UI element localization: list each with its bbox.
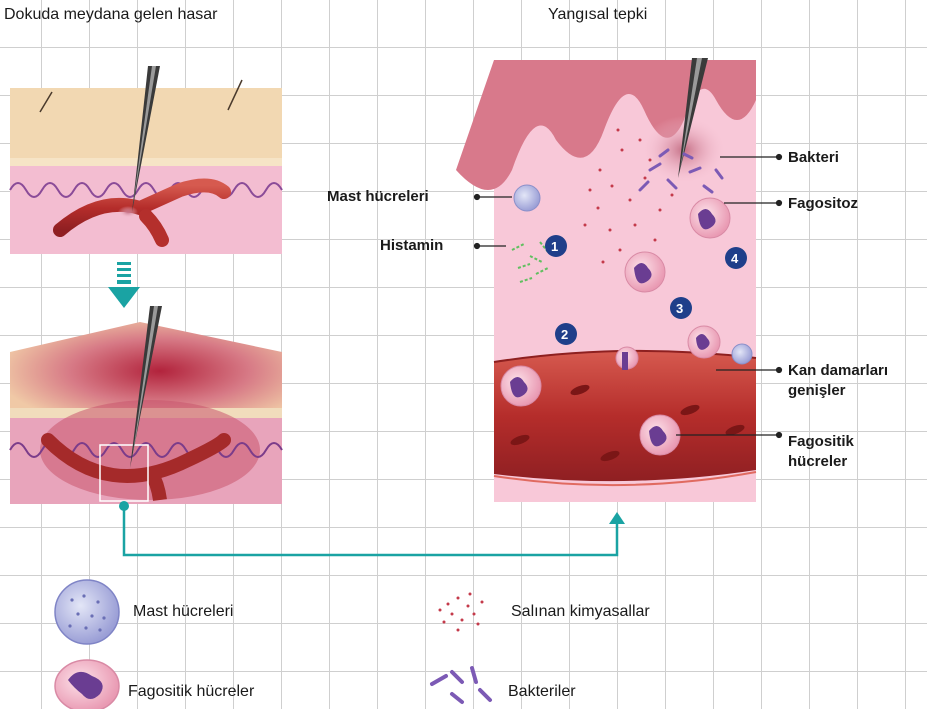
connector-arrow xyxy=(119,501,625,555)
legend-phagocyte-icon xyxy=(55,660,119,709)
title-right: Yangısal tepki xyxy=(548,6,647,24)
step-1-number: 1 xyxy=(551,238,558,256)
label-kan-damarlari: Kan damarları xyxy=(788,362,888,380)
skin-panel-inflamed xyxy=(10,306,282,504)
label-histamin: Histamin xyxy=(380,237,443,255)
legend-fagositik-label: Fagositik hücreler xyxy=(128,683,254,701)
label-hucreler: hücreler xyxy=(788,453,847,471)
step-2-number: 2 xyxy=(561,326,568,344)
skin-panel-initial xyxy=(10,66,282,254)
label-fagositik: Fagositik xyxy=(788,433,854,451)
label-mast: Mast hücreleri xyxy=(327,188,429,206)
label-genisler: genişler xyxy=(788,382,846,400)
legend-bakteriler-label: Bakteriler xyxy=(508,683,576,701)
step-4-number: 4 xyxy=(731,250,738,268)
legend-mast-label: Mast hücreleri xyxy=(133,603,233,621)
label-fagositoz: Fagositoz xyxy=(788,195,858,213)
legend-bacteria-icon xyxy=(432,668,490,702)
down-arrow-icon xyxy=(108,262,140,308)
step-3-number: 3 xyxy=(676,300,683,318)
legend-mast-icon xyxy=(55,580,119,644)
title-left: Dokuda meydana gelen hasar xyxy=(4,6,217,24)
legend-kimyasal-label: Salınan kimyasallar xyxy=(511,603,650,621)
label-bakteri: Bakteri xyxy=(788,149,839,167)
legend-chemicals-icon xyxy=(439,593,484,632)
